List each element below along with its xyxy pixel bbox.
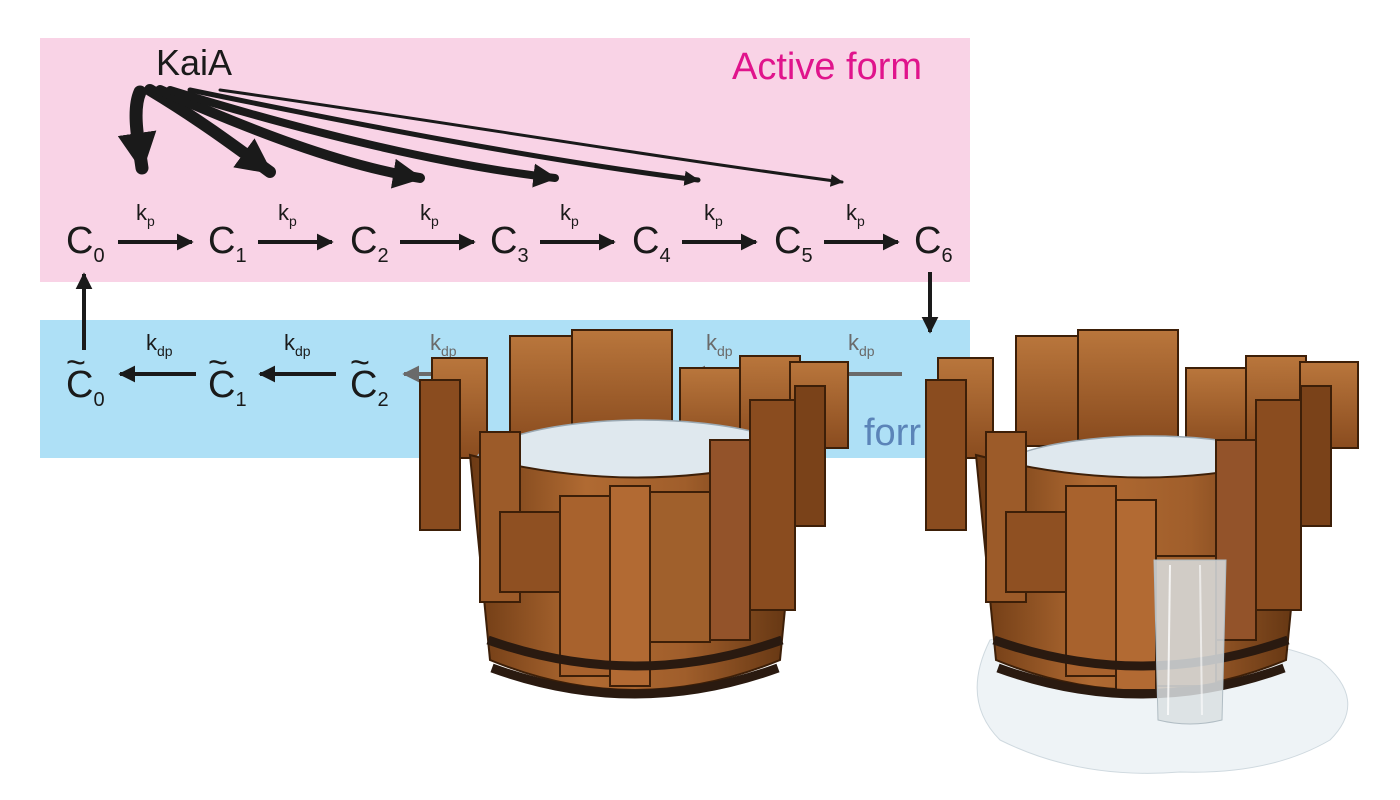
inactive-form-title: forr (864, 412, 921, 454)
kaia-arrow-c3 (166, 86, 559, 188)
rate-kdp-0: kdp (146, 330, 173, 359)
active-form-title: Active form (732, 46, 923, 88)
kaia-activation-arrows (117, 84, 844, 189)
rate-kdp-4: kdp (706, 330, 733, 359)
node-c3: C3 (490, 220, 529, 267)
node-c4: C4 (632, 220, 671, 267)
rate-kp-5: kp (846, 200, 865, 229)
rate-kdp-2: kdp (430, 330, 457, 359)
kaia-arrow-c2 (155, 85, 425, 189)
node-c2-tilde: ~C2 (350, 344, 389, 411)
kaia-label: KaiA (156, 42, 233, 83)
kaia-arrow-c5 (218, 88, 844, 187)
rate-kp-0: kp (136, 200, 155, 229)
rate-kp-3: kp (560, 200, 579, 229)
rate-kp-4: kp (704, 200, 723, 229)
node-c1: C1 (208, 220, 247, 267)
active-form-panel (40, 38, 970, 282)
right-barrel (925, 329, 1359, 774)
rate-kdp-1: kdp (284, 330, 311, 359)
node-c2: C2 (350, 220, 389, 267)
node-c1-tilde: ~C1 (208, 344, 247, 411)
node-c0-tilde: ~C0 (66, 344, 105, 411)
rate-kp-2: kp (420, 200, 439, 229)
rate-kdp-5: kdp (848, 330, 875, 359)
kaia-arrow-c1 (144, 84, 276, 178)
node-c0: C0 (66, 220, 105, 267)
rate-kp-1: kp (278, 200, 297, 229)
left-barrel (419, 329, 849, 699)
node-c5: C5 (774, 220, 813, 267)
kaia-arrow-c4 (187, 87, 701, 186)
node-c6: C6 (914, 220, 953, 267)
kaia-arrow-c0 (117, 85, 157, 175)
